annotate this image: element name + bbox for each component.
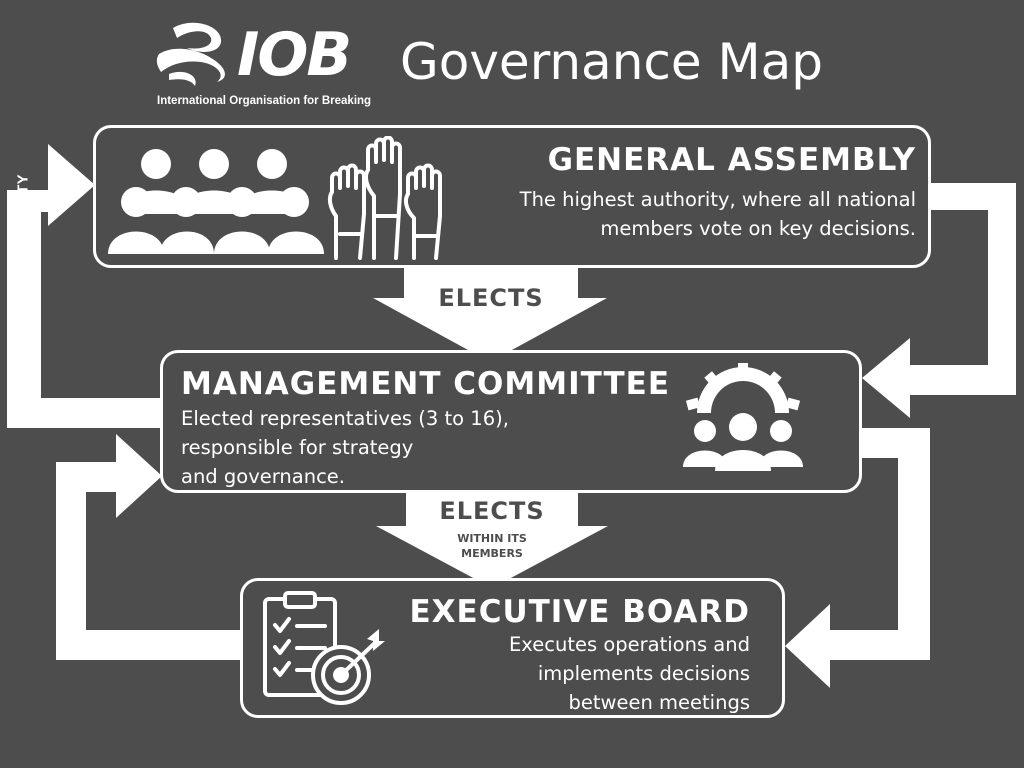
arrow-reporting-accountability — [7, 144, 162, 428]
team-gear-icon — [683, 363, 803, 471]
management-committee-description-line: and governance. — [181, 465, 345, 488]
checklist-target-icon — [263, 591, 385, 705]
management-committee-description-line: Elected representatives (3 to 16), — [181, 407, 509, 430]
general-assembly-card: GENERAL ASSEMBLY The highest authority, … — [93, 125, 931, 268]
management-committee-card: MANAGEMENT COMMITTEE Elected representat… — [160, 350, 862, 493]
iob-logo: IOB International Organisation for Break… — [155, 20, 395, 110]
management-committee-description: Elected representatives (3 to 16), respo… — [181, 404, 509, 491]
executive-board-description: Executes operations and implements decis… — [509, 630, 750, 717]
general-assembly-title: GENERAL ASSEMBLY — [547, 142, 916, 178]
arrow-elects-1 — [373, 262, 607, 362]
management-committee-description-line: responsible for strategy — [181, 436, 414, 459]
arrow-reporting — [56, 434, 240, 660]
elects-label-1: ELECTS — [438, 284, 544, 312]
reporting-label: REPORTING — [61, 511, 79, 603]
general-assembly-description: The highest authority, where all nationa… — [520, 185, 916, 243]
executive-board-description-line: implements decisions — [537, 662, 750, 685]
arrow-strategic-direction — [862, 183, 1016, 418]
executive-board-card: EXECUTIVE BOARD Executes operations and … — [240, 578, 785, 718]
raised-hands-icon — [327, 136, 442, 260]
logo-wordmark: IOB — [237, 20, 352, 90]
executive-board-description-line: between meetings — [568, 691, 750, 714]
strategic-direction-label: STRATEGIC DIRECTION — [993, 198, 1011, 376]
general-assembly-description-line: members vote on key decisions. — [600, 217, 916, 240]
iob-swirl-logo-icon — [156, 22, 225, 86]
logo-subtitle: International Organisation for Breaking — [157, 95, 372, 107]
people-group-icon — [108, 149, 324, 254]
delegate-oversee-label: DELEGATE & OVERSEE — [905, 453, 923, 631]
page-title: Governance Map — [400, 33, 824, 91]
reporting-accountability-label: REPORTING & ACCOUNTABILITY — [14, 174, 32, 422]
elects-sublabel-line-1: WITHIN ITS — [457, 532, 527, 545]
executive-board-title: EXECUTIVE BOARD — [409, 594, 750, 630]
arrow-delegate-oversee — [785, 428, 930, 688]
elects-label-2: ELECTS — [439, 497, 545, 525]
executive-board-description-line: Executes operations and — [508, 633, 750, 656]
management-committee-title: MANAGEMENT COMMITTEE — [181, 366, 670, 402]
general-assembly-description-line: The highest authority, where all nationa… — [519, 188, 916, 211]
elects-sublabel-line-2: MEMBERS — [461, 547, 523, 560]
arrow-elects-2 — [376, 492, 608, 588]
